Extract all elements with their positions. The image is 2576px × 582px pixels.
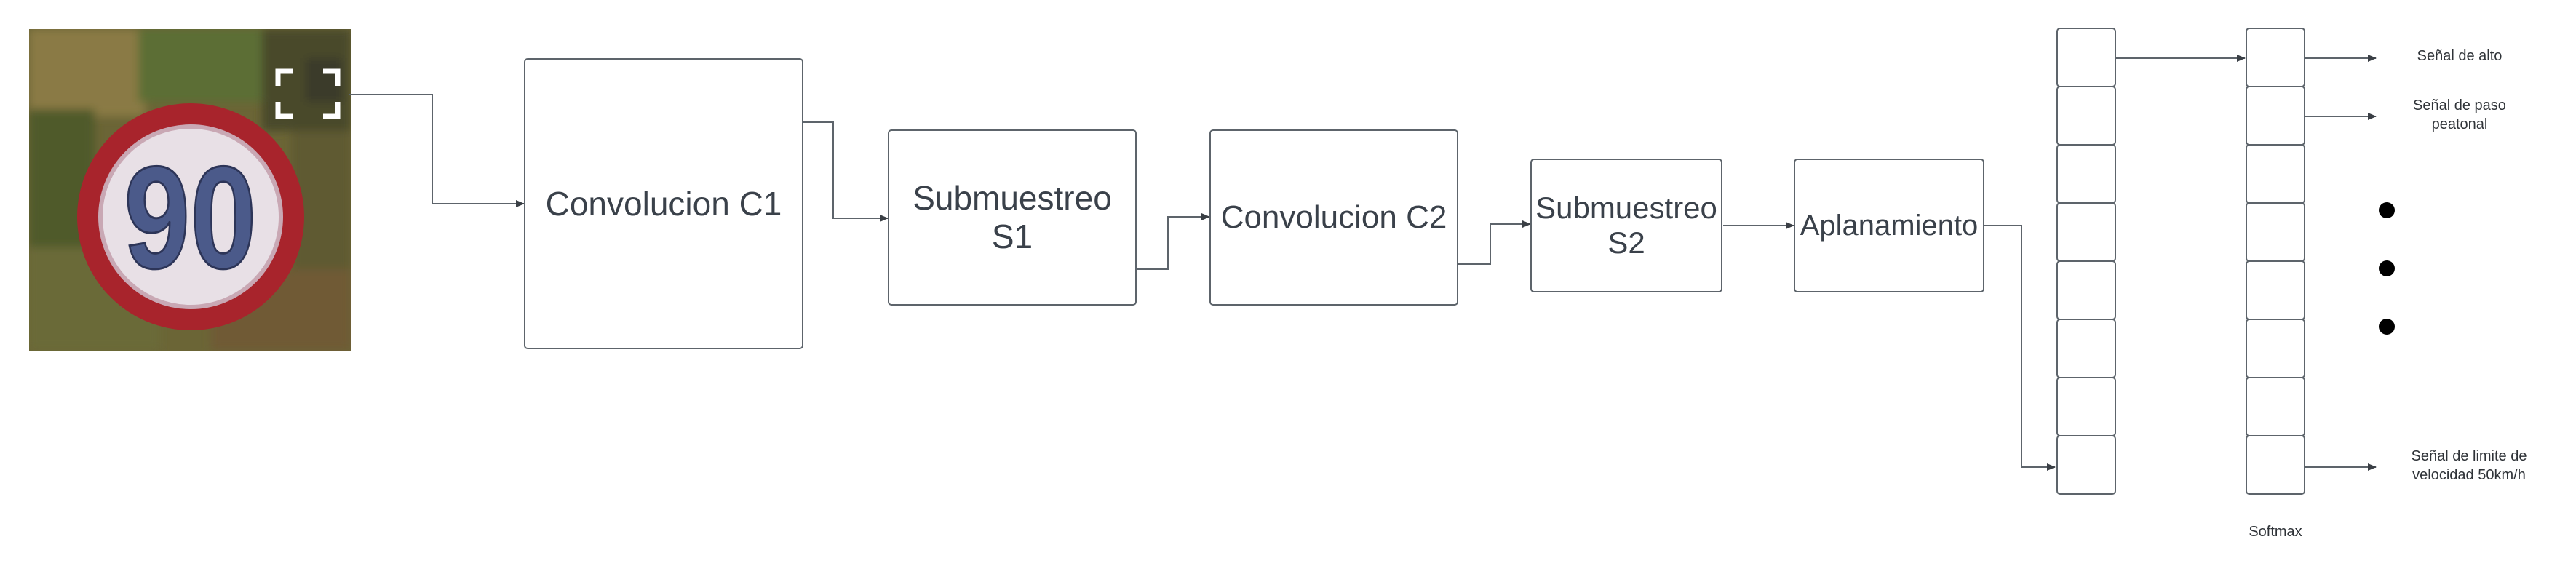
sub-s1-label-line2: S1 [991, 218, 1033, 255]
input-sign-image: 90 [29, 29, 351, 351]
softmax-neuron [2246, 202, 2305, 262]
dense-neuron [2056, 377, 2116, 436]
conv-c2-block: Convolucion C2 [1209, 129, 1458, 306]
softmax-neuron [2246, 28, 2305, 87]
softmax-neuron [2246, 435, 2305, 495]
softmax-neuron [2246, 260, 2305, 320]
subsampling-s2-block: Submuestreo S2 [1530, 159, 1722, 292]
output-label-crosswalk: Señal de paso peatonal [2413, 97, 2506, 132]
conv-c1-label: Convolucion C1 [545, 184, 782, 223]
subsampling-s1-block: Submuestreo S1 [888, 129, 1137, 306]
dense-neuron [2056, 144, 2116, 204]
softmax-neuron [2246, 144, 2305, 204]
softmax-label: Softmax [2249, 524, 2302, 540]
flatten-label: Aplanamiento [1800, 210, 1979, 242]
dense-neuron [2056, 28, 2116, 87]
flatten-block: Aplanamiento [1794, 159, 1984, 292]
output-label-stop: Señal de alto [2417, 48, 2503, 64]
dense-neuron [2056, 260, 2116, 320]
ellipsis-dot [2379, 319, 2395, 335]
softmax-neuron [2246, 86, 2305, 146]
sign-number: 90 [124, 135, 256, 298]
softmax-neuron [2246, 377, 2305, 436]
connector-sub1-conv2 [1121, 213, 1210, 270]
focus-bracket-icon [275, 68, 341, 119]
connector-image-conv1 [349, 94, 525, 207]
dense-layer-column [2056, 28, 2116, 496]
connector-conv1-sub1 [777, 121, 889, 222]
connector-conv2-sub2 [1442, 220, 1531, 265]
dense-neuron [2056, 86, 2116, 146]
output-label-speed-limit: Señal de limite de velocidad 50km/h [2411, 448, 2527, 483]
conv-c1-block: Convolucion C1 [524, 58, 803, 349]
softmax-neuron [2246, 319, 2305, 378]
dense-neuron [2056, 202, 2116, 262]
ellipsis-dot [2379, 260, 2395, 276]
sub-s1-label-line1: Submuestreo [913, 179, 1112, 218]
dense-neuron [2056, 319, 2116, 378]
dense-neuron [2056, 435, 2116, 495]
sub-s2-label-line2: S2 [1607, 226, 1645, 260]
conv-c2-label: Convolucion C2 [1220, 199, 1447, 235]
connector-flatten-layer [1984, 225, 2056, 471]
ellipsis-dot [2379, 202, 2395, 218]
softmax-layer-column [2246, 28, 2305, 496]
sub-s2-label-line1: Submuestreo [1535, 190, 1717, 225]
